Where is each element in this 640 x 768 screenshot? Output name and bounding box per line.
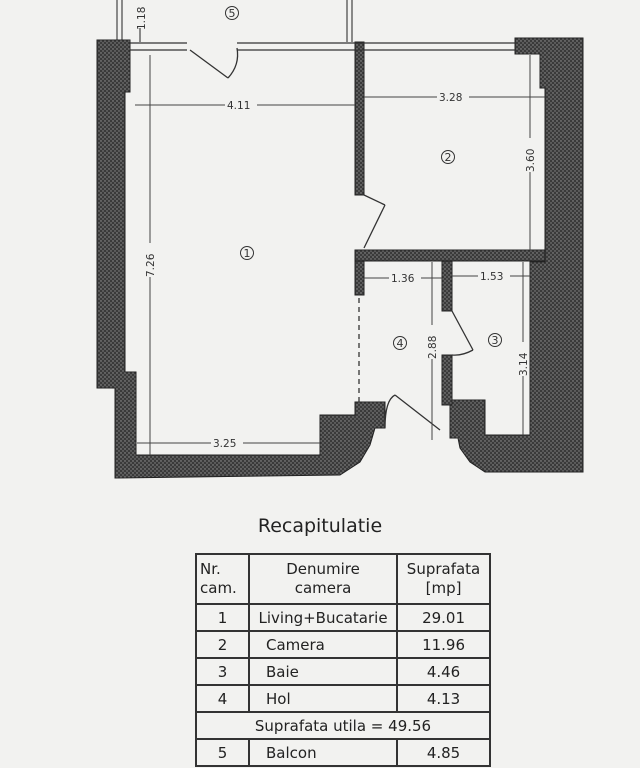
walls (96, 37, 584, 479)
dim-hall-depth: 2.88 (427, 336, 439, 359)
dim-living-bottom-width: 3.25 (213, 438, 236, 450)
window-wall (130, 42, 515, 431)
table-cell: 4.46 (396, 657, 491, 686)
room-3-label: 3 (492, 334, 499, 347)
dim-room2-width: 3.28 (439, 92, 462, 104)
table-cell: Hol (247, 684, 399, 713)
dim-living-width: 4.11 (227, 100, 250, 112)
table-cell: Suprafata (406, 560, 481, 578)
dim-room2-depth: 3.60 (525, 149, 537, 172)
table-cell: Camera (247, 630, 399, 659)
floor-plan: 1.18 4.11 3.28 3.60 7.26 1.36 1.53 2.88 … (96, 0, 584, 479)
room-1-label: 1 (244, 247, 251, 260)
room-5-label: 5 (229, 7, 236, 20)
table-cell: Balcon (247, 738, 399, 767)
table-cell: 4.13 (396, 684, 491, 713)
table-cell: 3 (195, 657, 250, 686)
table-cell: cam. (200, 579, 237, 597)
table-cell: 11.96 (396, 630, 491, 659)
table-cell: 4 (195, 684, 250, 713)
room-2-label: 2 (445, 151, 452, 164)
table-cell: Nr. (200, 560, 221, 578)
table-cell: 4.85 (396, 738, 491, 767)
room-4-label: 4 (397, 337, 404, 350)
table-cell: Baie (247, 657, 399, 686)
dim-hall-width: 1.36 (391, 273, 415, 285)
header-area: Suprafata[mp] (396, 553, 491, 605)
dimension-labels: 1.18 4.11 3.28 3.60 7.26 1.36 1.53 2.88 … (134, 0, 537, 450)
table-cell: Living+Bucatarie (247, 603, 399, 632)
summary-title: Recapitulatie (257, 515, 383, 537)
table-cell: camera (294, 579, 352, 597)
table-cell: 2 (195, 630, 250, 659)
table-cell: Suprafata utila = 49.56 (195, 711, 491, 740)
dim-balcony-depth: 1.18 (136, 7, 148, 30)
dim-bath-depth: 3.14 (518, 352, 530, 376)
table-cell: Denumire (286, 560, 360, 578)
table-cell: [mp] (425, 579, 462, 597)
header-nr: Nr.cam. (195, 553, 250, 605)
dim-living-depth: 7.26 (145, 253, 157, 277)
room-markers (225, 6, 502, 350)
table-cell: 5 (195, 738, 250, 767)
useful-area-row: Suprafata utila = 49.56 (195, 711, 491, 740)
table-cell: 29.01 (396, 603, 491, 632)
dim-bath-width: 1.53 (480, 271, 503, 283)
table-cell: 1 (195, 603, 250, 632)
